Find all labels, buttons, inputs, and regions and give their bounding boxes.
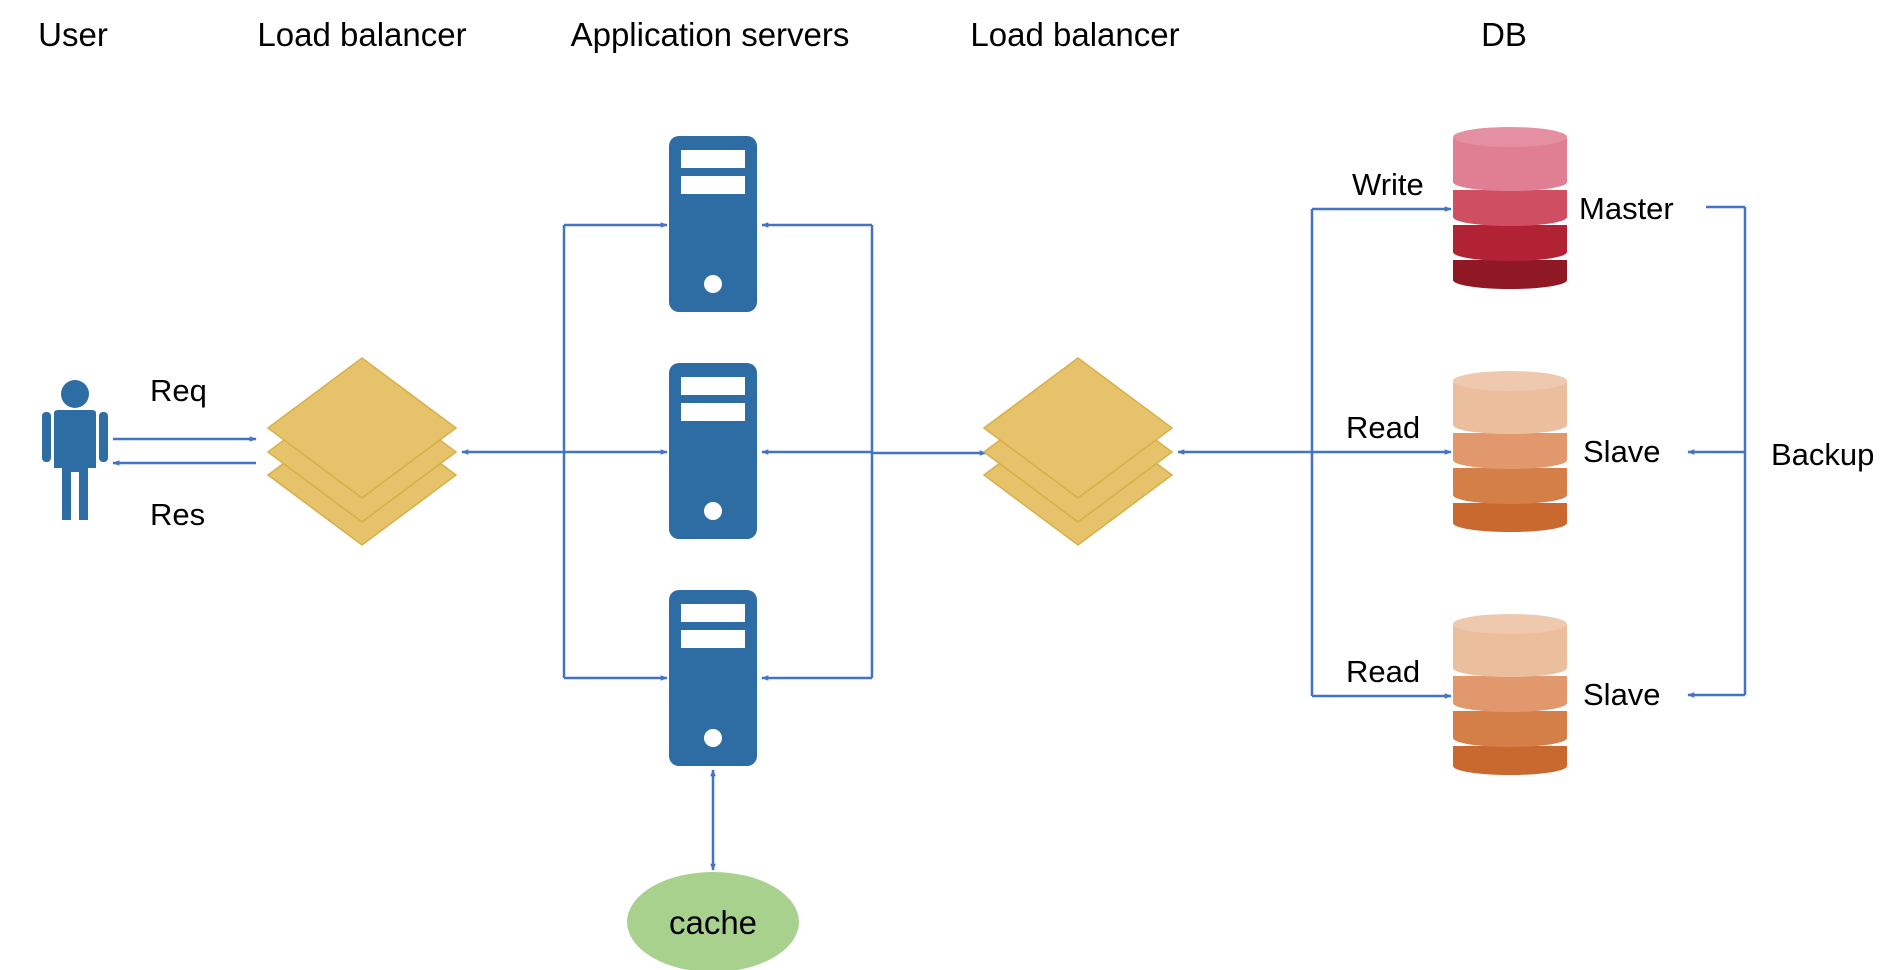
lb1-to-app-servers-connectors xyxy=(461,222,668,681)
header-db: DB xyxy=(1481,16,1527,53)
load-balancer-2-icon xyxy=(983,357,1173,546)
app-server-1-icon xyxy=(669,136,757,312)
app-server-2-icon xyxy=(669,363,757,539)
label-read-1: Read xyxy=(1346,410,1420,445)
label-master: Master xyxy=(1579,191,1674,226)
slave-db-1-icon xyxy=(1453,371,1567,532)
lb2-to-db-connectors xyxy=(1177,206,1452,699)
label-write: Write xyxy=(1352,167,1424,202)
app-server-3-icon xyxy=(669,590,757,766)
user-icon xyxy=(42,380,108,520)
master-db-icon xyxy=(1453,127,1567,289)
header-load-balancer-1: Load balancer xyxy=(257,16,466,53)
label-slave-2: Slave xyxy=(1583,677,1661,712)
slave-db-2-icon xyxy=(1453,614,1567,775)
app-servers-to-lb2-connectors xyxy=(761,222,987,681)
label-cache: cache xyxy=(669,904,757,941)
header-application-servers: Application servers xyxy=(571,16,850,53)
label-res: Res xyxy=(150,497,205,532)
label-slave-1: Slave xyxy=(1583,434,1661,469)
backup-connectors xyxy=(1687,205,1747,698)
label-req: Req xyxy=(150,373,207,408)
header-load-balancer-2: Load balancer xyxy=(970,16,1179,53)
label-read-2: Read xyxy=(1346,654,1420,689)
load-balancer-1-icon xyxy=(267,357,457,546)
label-backup: Backup xyxy=(1771,437,1874,472)
cache-node xyxy=(627,872,799,970)
header-user: User xyxy=(38,16,108,53)
